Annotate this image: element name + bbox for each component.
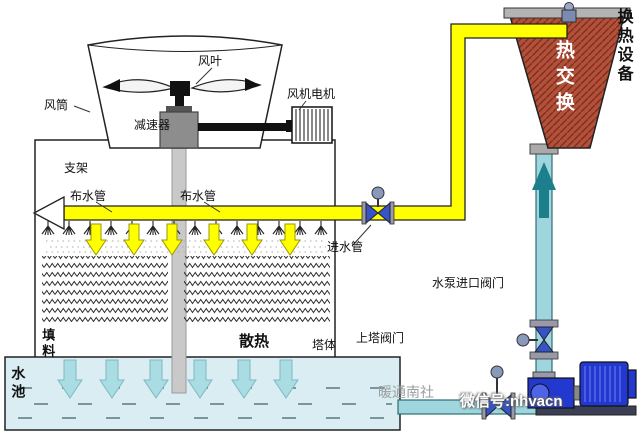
label-fan-blade: 风叶: [198, 54, 223, 68]
flow-up-arrow: [532, 162, 556, 218]
spray-mist: [46, 240, 326, 253]
label-pump-inlet-valve: 水泵进口阀门: [432, 276, 505, 290]
water-pump: [527, 361, 637, 416]
fill-material-left: [42, 256, 168, 322]
central-shaft: [171, 144, 187, 394]
inlet-pipe-valve: [361, 186, 395, 225]
label-dist-pipe-right: 布水管: [180, 189, 217, 203]
leader-lines: [73, 67, 372, 247]
valve-handwheel: [516, 333, 530, 347]
fan-blades: [102, 78, 262, 115]
drive-linkage: [198, 123, 292, 131]
flow-direction-arrow: [32, 195, 65, 231]
gear-reducer: [159, 106, 199, 149]
label-heat-exchange: 热交换: [552, 40, 574, 118]
label-fan-motor: 风机电机: [287, 87, 336, 101]
pump-coupling: [573, 385, 581, 401]
to-tower-valve: [516, 319, 559, 360]
watermark-publisher: 暖通南社: [378, 384, 434, 400]
label-tower-body: 塔体: [312, 338, 337, 352]
fill-material-right: [184, 256, 330, 322]
fan-motor: [286, 106, 333, 144]
label-heat-exchange-equipment: 换热设备: [614, 8, 632, 84]
cool-water-riser: [516, 147, 559, 389]
pump-motor-cap: [627, 369, 637, 399]
exchanger-outlet-flange: [529, 143, 559, 155]
spray-nozzles: [41, 220, 328, 253]
label-fill-material: 填料: [40, 328, 56, 360]
exchanger-top-valve: [561, 2, 577, 23]
fan-hub: [170, 81, 190, 96]
fan-shaft: [175, 96, 184, 115]
watermark-wechat: 微信号:nhvacn: [460, 393, 563, 410]
label-support-frame: 支架: [64, 161, 89, 175]
valve-handwheel: [490, 365, 504, 379]
label-water-pool: 水池: [10, 366, 27, 402]
hot-water-pipe: [32, 23, 568, 231]
pump-inlet-valve: [481, 365, 516, 420]
label-fan-cowl: 风筒: [44, 98, 69, 112]
pump-suction-pipe: [397, 365, 539, 420]
pump-motor-body: [579, 361, 629, 407]
label-heat-dissipation: 散热: [239, 333, 270, 350]
label-gear-reducer: 减速器: [134, 118, 171, 132]
label-to-tower-valve: 上塔阀门: [356, 331, 405, 345]
valve-handwheel: [371, 186, 385, 200]
label-inlet-pipe: 进水管: [327, 240, 364, 254]
label-dist-pipe-left: 布水管: [70, 189, 107, 203]
heat-exchanger: [503, 2, 631, 155]
